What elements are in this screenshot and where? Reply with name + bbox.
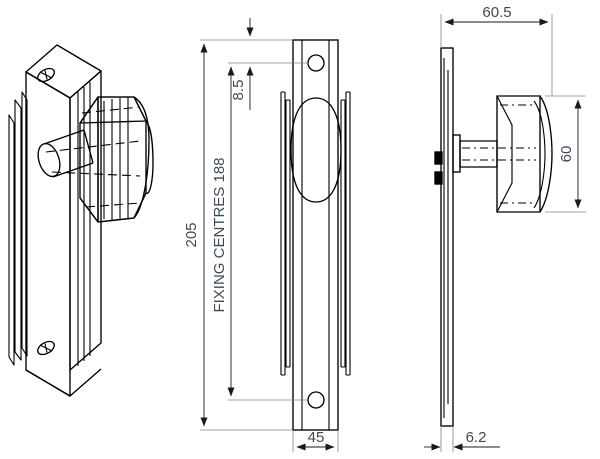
iso-screw-bottom (37, 340, 55, 356)
dim-text-plate-thickness: 6.2 (466, 429, 487, 446)
iso-knob-rib-lines (103, 97, 129, 220)
isometric-view (8, 44, 154, 397)
side-knob-cap-outer (539, 95, 553, 213)
front-backplate-outline (292, 39, 339, 431)
dim-text-fixing-centres: FIXING CENTRES 188 (211, 157, 228, 312)
side-fixing-tabs (434, 151, 443, 185)
iso-knob-body (79, 96, 154, 223)
iso-screw-top (37, 67, 55, 83)
iso-backplate-body (25, 44, 102, 397)
dim-text-knob-diameter: 60 (558, 146, 575, 163)
front-dimensions (200, 18, 339, 452)
iso-hidden-lines (45, 106, 141, 208)
front-knob-outline (290, 97, 342, 203)
front-left-step-fins (280, 91, 291, 376)
front-right-step-fins (340, 91, 351, 376)
side-knob-cap-inner (533, 100, 546, 209)
side-dimensions (424, 14, 586, 452)
front-elevation-view (280, 39, 351, 431)
dim-text-projection: 60.5 (482, 4, 511, 21)
dim-text-top-edge-to-hole: 8.5 (230, 80, 247, 101)
iso-backplate-rib-lines (77, 82, 91, 366)
dim-text-plate-width: 45 (308, 429, 325, 446)
dim-text-overall-height: 205 (183, 222, 200, 247)
side-backplate-outline (440, 47, 454, 427)
side-elevation-view (434, 47, 553, 427)
side-backplate-step-lines (443, 58, 449, 418)
side-hidden-lines (462, 104, 536, 204)
side-knob-taper (496, 95, 513, 213)
